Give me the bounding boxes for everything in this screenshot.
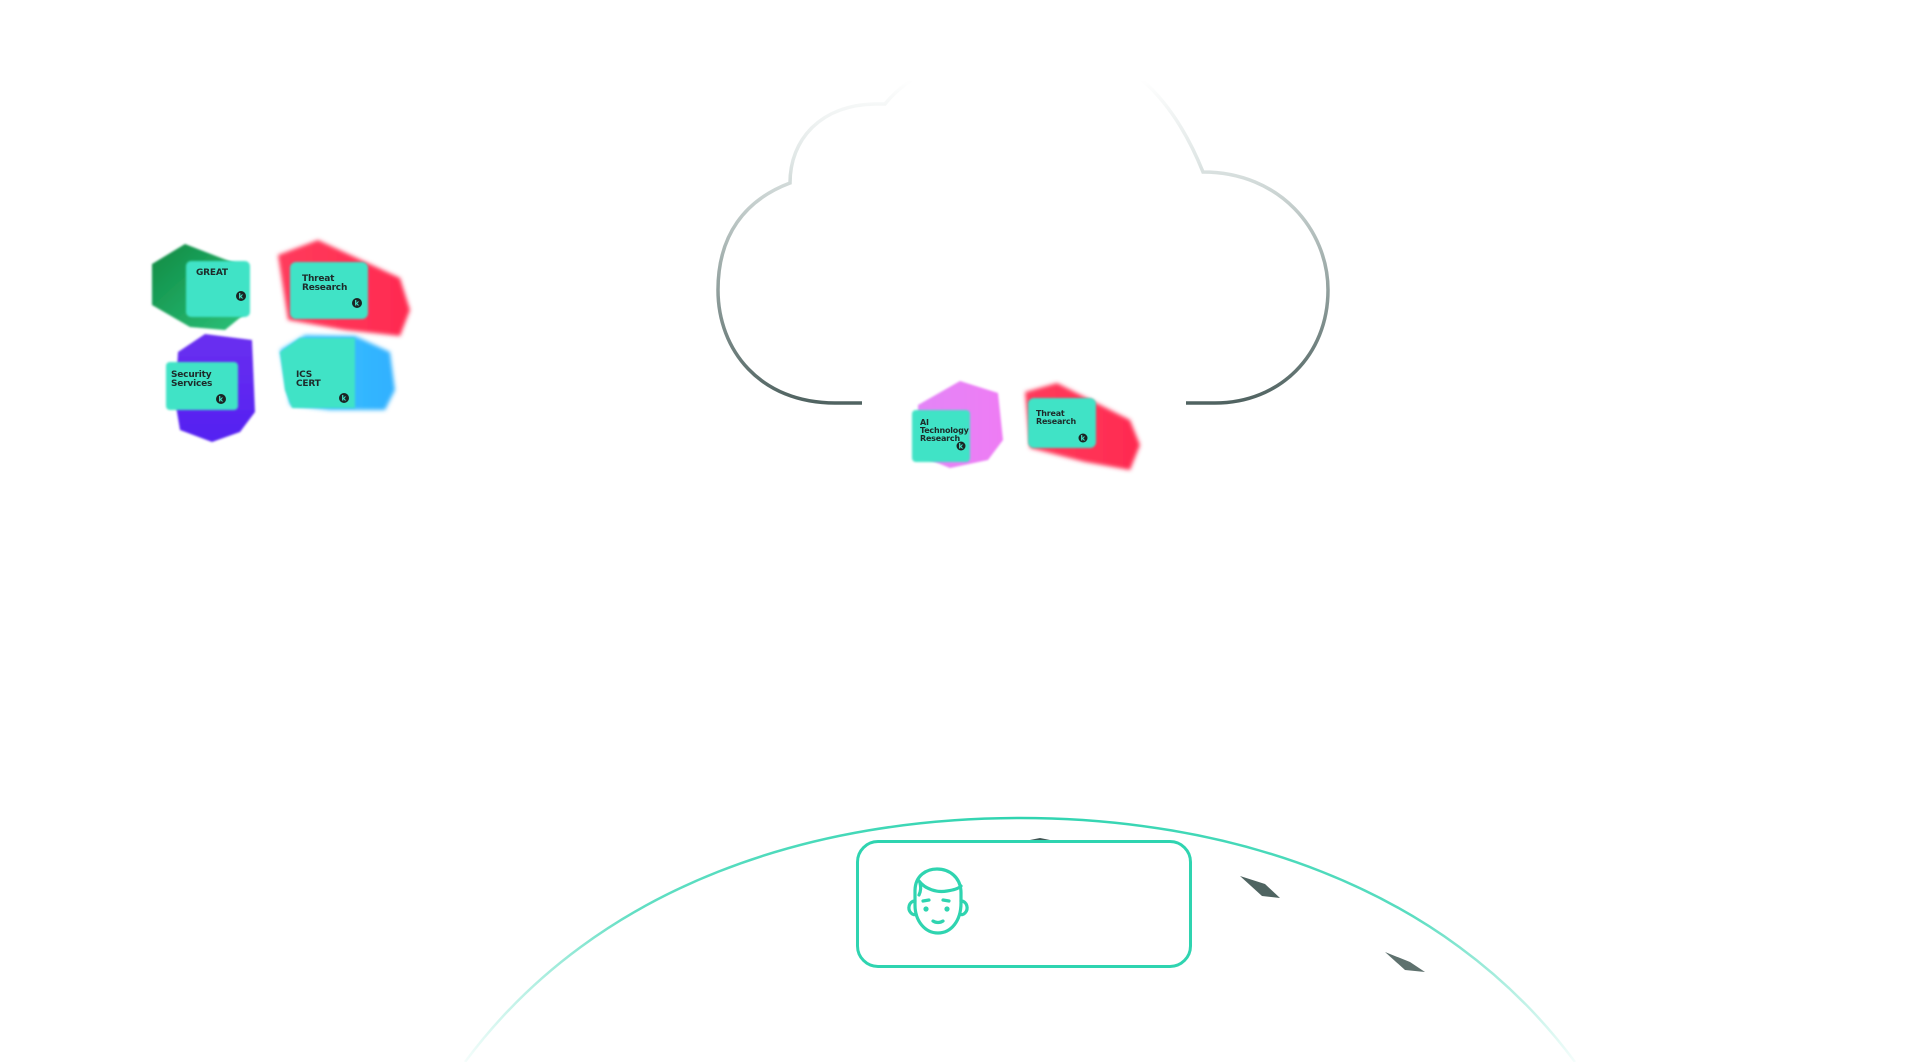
badge-security-services-line1: Security: [171, 370, 212, 380]
badge-ai-line3: Research: [920, 434, 960, 443]
badge-threat-research: Threat Research k: [278, 240, 410, 336]
svg-text:k: k: [355, 300, 360, 308]
globe-rim-left: [463, 816, 1021, 1062]
kaspersky-k-icon: [339, 393, 349, 403]
badge-threat-research-line1: Threat: [302, 274, 335, 284]
user-face-icon: [907, 867, 969, 935]
kaspersky-k-icon: [956, 441, 966, 451]
user-card: [856, 840, 1192, 968]
badge-cloud-threat-line1: Threat: [1036, 409, 1065, 418]
badge-ai-technology-research: AI Technology Research k: [912, 381, 1003, 468]
badge-cloud-threat-research: Threat Research k: [1025, 383, 1140, 470]
badge-security-services-line2: Services: [171, 379, 212, 389]
svg-text:k: k: [1081, 435, 1086, 443]
svg-text:k: k: [959, 443, 964, 451]
kaspersky-k-icon: [216, 394, 226, 404]
badge-great-label: GREAT: [196, 268, 229, 278]
kaspersky-k-icon: [236, 291, 246, 301]
badge-ai-line2: Technology: [920, 426, 970, 435]
badge-ai-line1: AI: [920, 418, 929, 427]
badge-ics-cert-line2: CERT: [296, 379, 322, 389]
badge-security-services: Security Services k: [166, 334, 255, 442]
badge-threat-research-line2: Research: [302, 283, 347, 293]
kaspersky-k-icon: [1078, 433, 1088, 443]
svg-text:k: k: [342, 395, 347, 403]
badge-ics-cert: ICS CERT k: [280, 335, 395, 410]
globe-rim-right: [1019, 816, 1577, 1062]
svg-text:k: k: [219, 396, 224, 404]
badge-ics-cert-line1: ICS: [296, 370, 312, 380]
kaspersky-k-icon: [352, 298, 362, 308]
badge-great: GREAT k: [152, 244, 250, 330]
badge-cloud-threat-line2: Research: [1036, 417, 1076, 426]
svg-text:k: k: [239, 293, 244, 301]
